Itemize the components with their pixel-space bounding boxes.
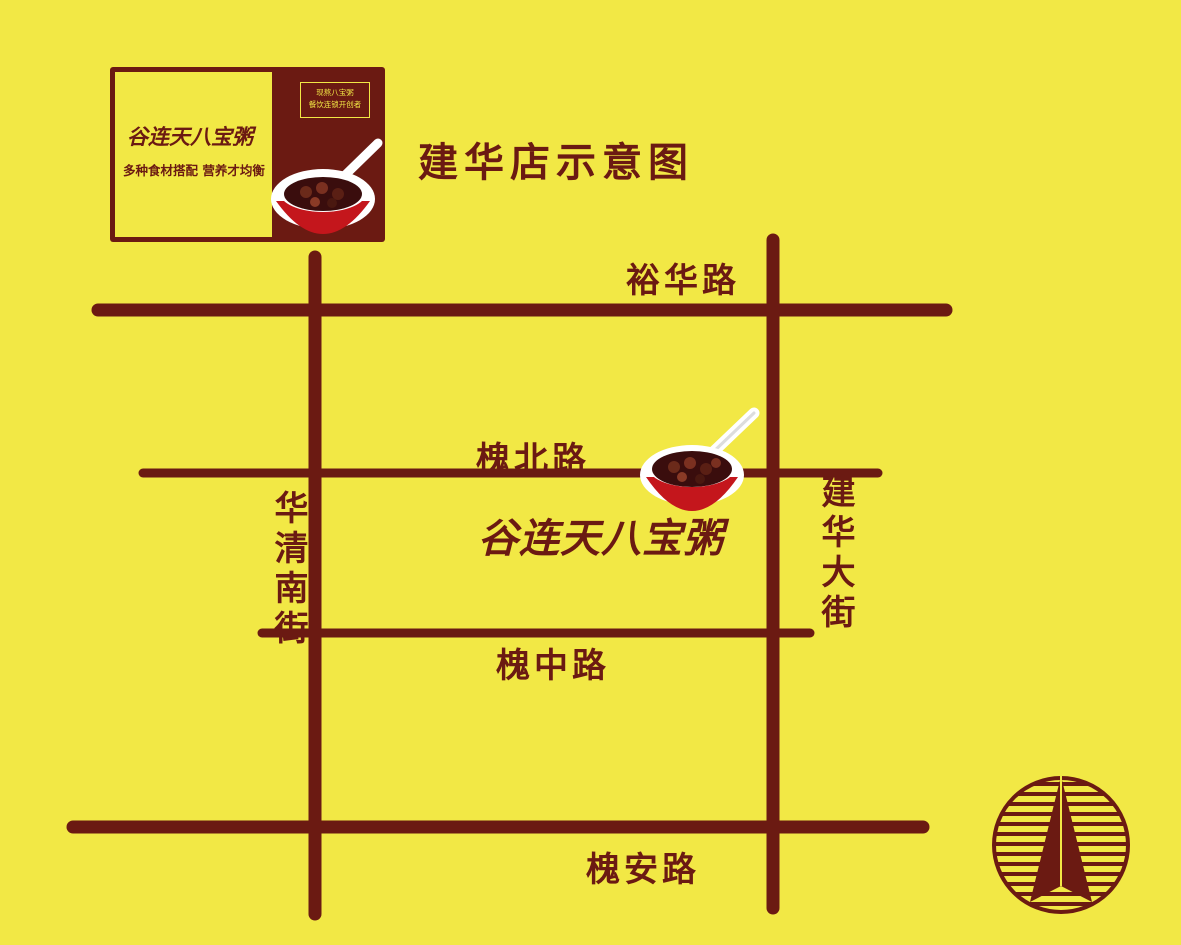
congee-bowl-icon [640, 407, 760, 511]
label-jianhua-street: 建华大街 [815, 474, 855, 634]
card-tag-line1: 现熬八宝粥 [316, 88, 354, 97]
card-tag: 现熬八宝粥 餐饮连锁开创者 [300, 82, 370, 118]
compass-north-icon [992, 776, 1130, 914]
brand-card: 谷连天八宝粥 多种食材搭配 营养才均衡 现熬八宝粥 餐饮连锁开创者 [110, 67, 385, 242]
label-huaqing-street: 华清南街 [268, 490, 308, 650]
card-bowl-icon [271, 138, 383, 234]
card-slogan: 多种食材搭配 营养才均衡 [123, 163, 265, 178]
card-tag-line2: 餐饮连锁开创者 [308, 100, 362, 109]
map-title: 建华店示意图 [418, 140, 694, 186]
brand-card-panel: 谷连天八宝粥 多种食材搭配 营养才均衡 [115, 72, 272, 237]
label-yuhua-road: 裕华路 [626, 261, 740, 301]
card-brand-logo: 谷连天八宝粥 [127, 125, 253, 149]
label-huaian-road: 槐安路 [586, 850, 700, 890]
label-huaibei-road: 槐北路 [476, 440, 590, 480]
label-huaizhong-road: 槐中路 [496, 646, 610, 686]
store-brand-logo: 谷连天八宝粥 [478, 516, 724, 562]
